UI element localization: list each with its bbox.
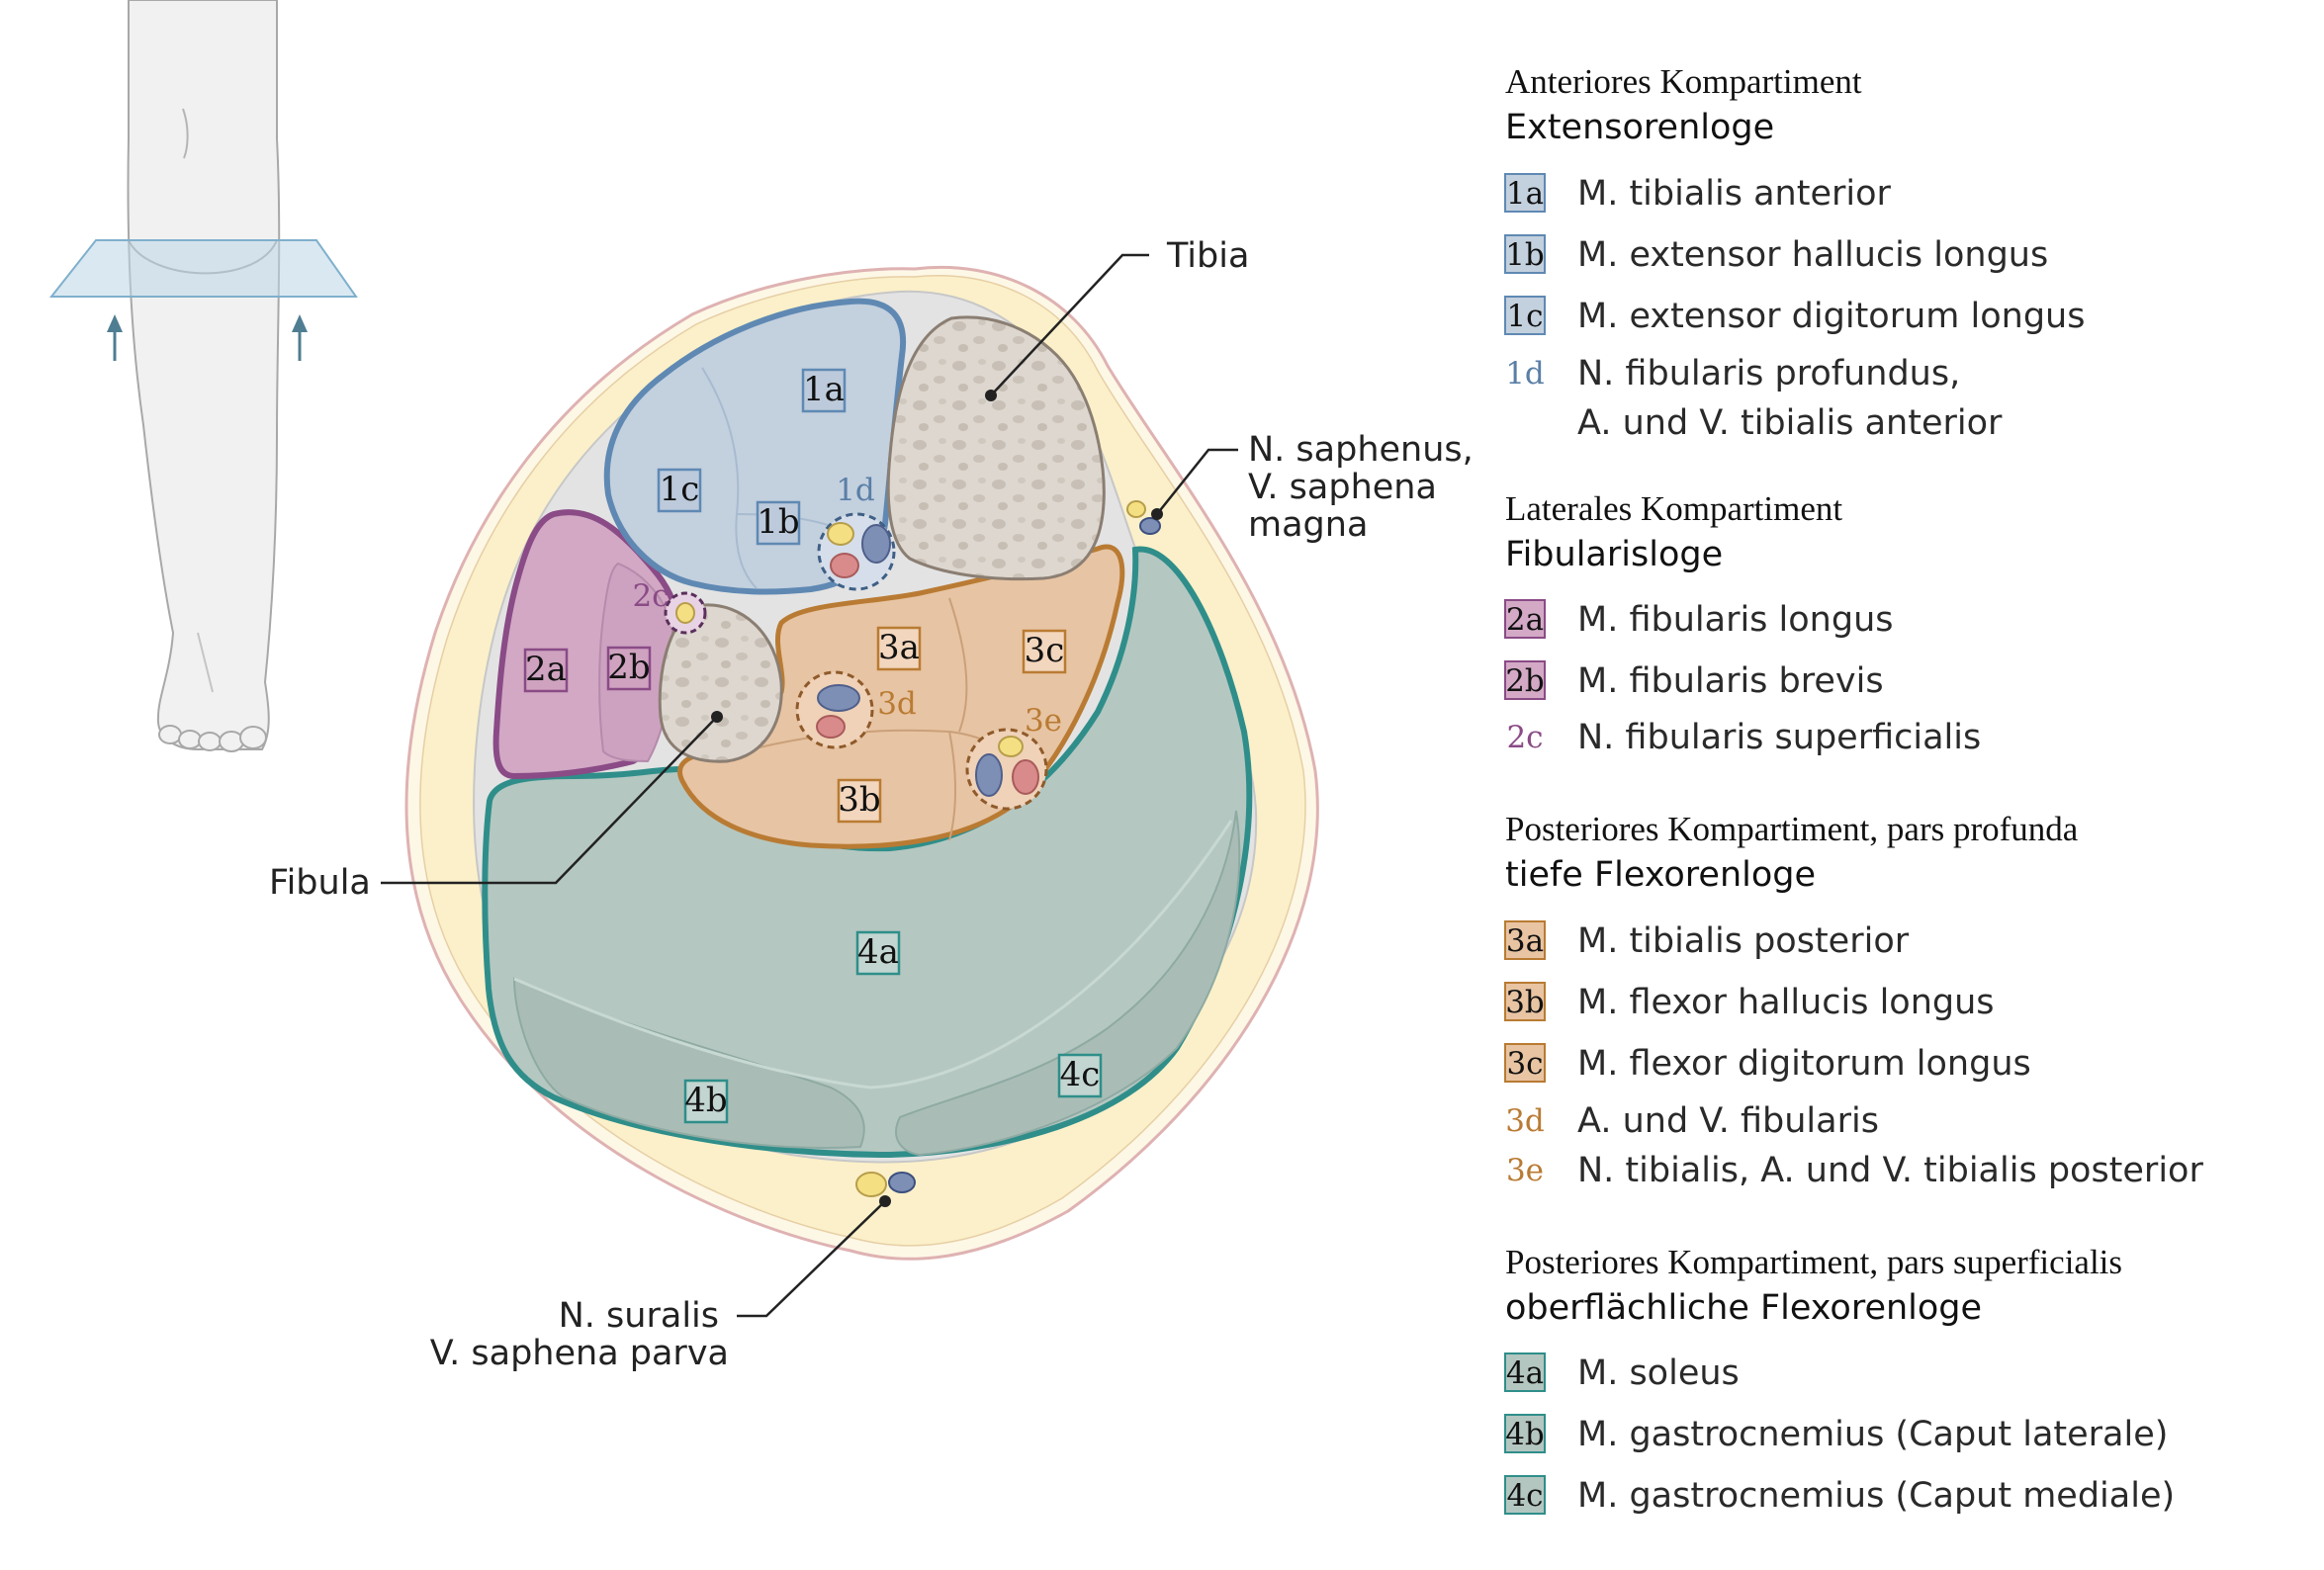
legend-item-1d: N. fibularis profundus, [1577,354,1960,393]
fibula-bone [658,603,783,763]
legend-code-3e: 3e [1506,1153,1544,1188]
legend-code-4b: 4b [1505,1417,1545,1452]
legend-item-4b: M. gastrocnemius (Caput laterale) [1577,1415,2168,1454]
legend-code-4a: 4a [1506,1355,1544,1391]
legend-item-3a: M. tibialis posterior [1577,921,1910,961]
section-plane [48,239,358,298]
legend-item-3c: M. flexor digitorum longus [1577,1044,2031,1084]
leg-silhouette [127,0,281,750]
legend-section-superficial-posterior: Posteriores Kompartiment, pars superfici… [1504,1243,2175,1516]
gastrocnemius-lateral [512,977,865,1149]
legend-item-1d-line2: A. und V. tibialis anterior [1577,403,2003,443]
legend-section-lateral: Laterales Kompartiment Fibularisloge 2a … [1504,489,1981,757]
legend-title-anterior: Anteriores Kompartiment [1505,62,1862,101]
label-saphenus-2: V. saphena [1248,468,1437,507]
tibia-leader [990,253,1149,396]
bundle-3e [965,728,1048,811]
legend-code-2a: 2a [1506,602,1544,638]
fibula-leader [381,716,718,885]
sural-bundle [855,1172,916,1197]
bundle-3d [795,670,874,749]
legend-code-1a: 1a [1506,176,1544,212]
legend-item-3e: N. tibialis, A. und V. tibialis posterio… [1577,1151,2203,1190]
legend-item-4a: M. soleus [1577,1353,1740,1393]
region-2b: 2b [606,646,652,691]
legend-code-2c: 2c [1506,720,1543,755]
svg-text:4c: 4c [1060,1055,1101,1094]
region-4c: 4c [1057,1053,1103,1098]
label-saphenus-3: magna [1248,505,1368,545]
legend-code-3d: 3d [1505,1103,1545,1139]
svg-text:3a: 3a [878,628,920,667]
legend-code-1b: 1b [1505,237,1545,273]
region-3e: 3e [1025,703,1062,739]
legend-item-1c: M. extensor digitorum longus [1577,297,2085,336]
svg-text:3b: 3b [838,780,880,820]
legend-item-3b: M. flexor hallucis longus [1577,983,1995,1022]
region-4b: 4b [683,1079,729,1124]
up-arrow-icon [107,314,123,361]
up-arrow-icon [292,314,308,361]
label-saphenus-1: N. saphenus, [1248,430,1474,470]
saphenous-leader [1156,448,1238,515]
label-fibula: Fibula [269,863,371,903]
svg-text:1c: 1c [660,470,700,509]
bundle-1d [817,512,896,591]
legend: Anteriores Kompartiment Extensorenloge 1… [1504,62,2203,1516]
toes [158,725,267,752]
region-1b: 1b [756,500,801,546]
legend-item-1b: M. extensor hallucis longus [1577,235,2048,275]
legend-item-2a: M. fibularis longus [1577,600,1894,640]
label-tibia: Tibia [1166,236,1249,276]
region-1a: 1a [801,368,847,413]
region-1c: 1c [657,468,702,513]
bundle-2c [664,591,707,635]
region-3b: 3b [837,778,882,824]
legend-item-2b: M. fibularis brevis [1577,661,1884,701]
legend-item-2c: N. fibularis superficialis [1577,718,1981,757]
legend-section-deep-posterior: Posteriores Kompartiment, pars profunda … [1504,810,2203,1190]
legend-subtitle-lateral: Fibularisloge [1505,535,1723,574]
svg-text:2a: 2a [525,650,567,689]
region-4a: 4a [855,930,901,976]
svg-text:2b: 2b [607,648,650,687]
legend-code-2b: 2b [1505,663,1545,699]
region-2c: 2c [632,578,669,614]
svg-text:3c: 3c [1025,631,1065,670]
legend-title-superficial: Posteriores Kompartiment, pars superfici… [1505,1243,2122,1281]
svg-text:4a: 4a [857,932,899,972]
label-suralis-2: V. saphena parva [430,1334,729,1373]
region-1d: 1d [836,473,875,508]
legend-subtitle-superficial: oberflächliche Flexorenloge [1505,1288,1982,1328]
region-3c: 3c [1022,629,1067,674]
legend-code-4c: 4c [1506,1478,1543,1514]
legend-subtitle-deep: tiefe Flexorenloge [1505,855,1816,895]
legend-title-deep: Posteriores Kompartiment, pars profunda [1505,810,2079,848]
cross-section: Tibia Fibula N. saphenus, V. saphena mag… [269,236,1474,1373]
legend-item-3d: A. und V. fibularis [1577,1101,1879,1141]
svg-text:1a: 1a [803,370,845,409]
region-3a: 3a [876,626,922,671]
legend-code-1d: 1d [1505,356,1545,392]
region-3d: 3d [877,686,917,722]
sural-leader [737,1200,886,1318]
legend-code-3b: 3b [1505,985,1545,1020]
legend-item-1a: M. tibialis anterior [1577,174,1892,214]
legend-item-4c: M. gastrocnemius (Caput mediale) [1577,1476,2175,1516]
svg-text:4b: 4b [684,1081,727,1120]
legend-code-1c: 1c [1506,299,1543,334]
tibia-bone [886,315,1106,581]
legend-subtitle-anterior: Extensorenloge [1505,108,1774,147]
region-2a: 2a [523,648,569,693]
legend-title-lateral: Laterales Kompartiment [1505,489,1842,528]
legend-code-3c: 3c [1506,1046,1543,1082]
saphenous-bundle [1126,500,1161,535]
label-suralis-1: N. suralis [559,1296,719,1336]
legend-code-3a: 3a [1506,923,1544,959]
leg-thumbnail [48,0,358,752]
legend-section-anterior: Anteriores Kompartiment Extensorenloge 1… [1504,62,2085,443]
svg-text:1b: 1b [757,502,799,542]
